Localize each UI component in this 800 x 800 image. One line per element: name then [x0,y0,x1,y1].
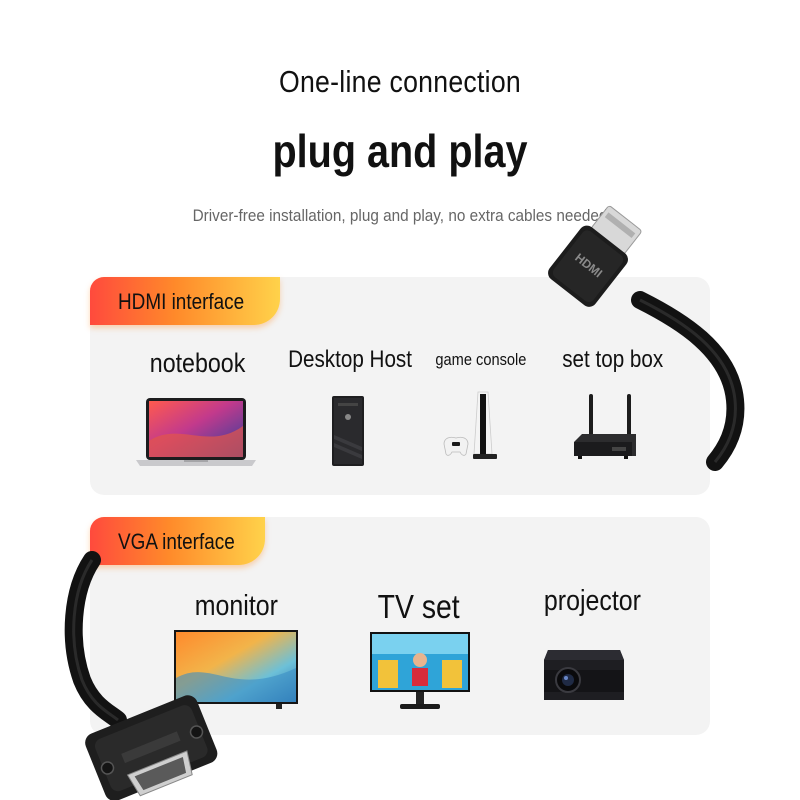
vga-interface-tag: VGA interface [90,517,265,565]
monitor-icon [174,630,298,709]
device-label-monitor: monitor [194,590,278,622]
vga-interface-label: VGA interface [118,529,235,554]
headline-line1: One-line connection [278,64,522,99]
device-label-notebook: notebook [150,348,246,378]
projector-icon [544,650,624,700]
headline-title: plug and play [272,125,528,177]
hdmi-connector-icon: HDMI [548,205,642,307]
tv-set-icon [370,632,470,709]
device-label-desktop-host: Desktop Host [288,346,412,373]
game-console-icon [443,391,497,459]
device-label-set-top-box: set top box [562,346,664,373]
desktop-tower-icon [332,396,364,466]
device-label-tv-set: TV set [377,588,460,625]
laptop-icon [136,398,256,466]
vga-connector-icon [85,695,218,800]
hdmi-interface-label: HDMI interface [118,289,245,314]
device-label-projector: projector [543,585,641,617]
hdmi-interface-tag: HDMI interface [90,277,280,325]
headline-subtitle: Driver-free installation, plug and play,… [192,206,608,225]
device-label-game-console: game console [435,350,527,369]
set-top-box-icon [574,394,636,459]
